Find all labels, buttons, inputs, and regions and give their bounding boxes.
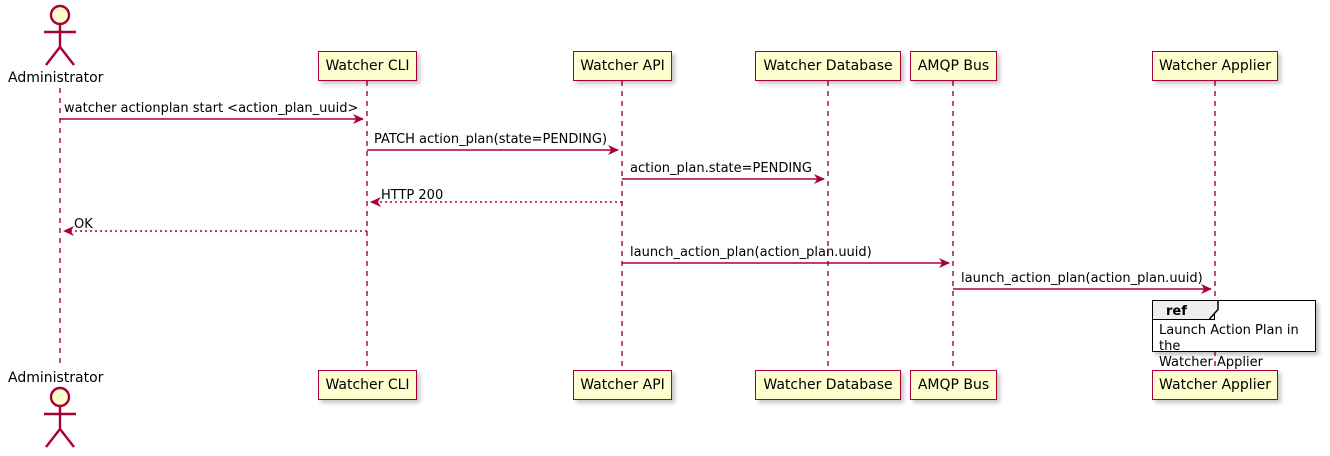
message-label-6: launch_action_plan(action_plan.uuid)	[630, 245, 872, 260]
ref-fragment[interactable]: ref Launch Action Plan in the Watcher Ap…	[1152, 300, 1316, 370]
actor-label-administrator-top: Administrator	[8, 70, 104, 86]
actor-label-administrator-bottom: Administrator	[8, 370, 104, 386]
lifelines	[59, 81, 1216, 370]
message-label-1: watcher actionplan start <action_plan_uu…	[64, 101, 359, 116]
participant-label: Watcher Database	[763, 58, 893, 74]
participant-label: AMQP Bus	[917, 58, 990, 74]
message-label-2: PATCH action_plan(state=PENDING)	[374, 132, 608, 147]
actor-administrator-top	[44, 4, 76, 66]
message-label-7: launch_action_plan(action_plan.uuid)	[961, 271, 1203, 286]
message-label-4: HTTP 200	[381, 188, 444, 203]
participant-box-watcher-api-top[interactable]: Watcher API	[573, 51, 672, 81]
message-label-3: action_plan.state=PENDING	[630, 161, 812, 176]
participant-label: Watcher CLI	[325, 58, 410, 74]
actor-administrator-bottom	[44, 386, 76, 448]
participant-label: Watcher CLI	[325, 377, 410, 393]
participant-box-watcher-cli-top[interactable]: Watcher CLI	[318, 51, 417, 81]
participant-box-amqp-bus-bottom[interactable]: AMQP Bus	[910, 370, 997, 400]
message-arrows	[60, 114, 1212, 294]
ref-fragment-tab-label: ref	[1166, 304, 1187, 319]
participant-box-amqp-bus-top[interactable]: AMQP Bus	[910, 51, 997, 81]
participant-label: Watcher Applier	[1159, 58, 1271, 74]
participant-box-watcher-applier-bottom[interactable]: Watcher Applier	[1152, 370, 1278, 400]
participant-box-watcher-cli-bottom[interactable]: Watcher CLI	[318, 370, 417, 400]
participant-label: Watcher Applier	[1159, 377, 1271, 393]
participant-label: Watcher API	[580, 58, 665, 74]
participant-label: Watcher Database	[763, 377, 893, 393]
participant-box-watcher-api-bottom[interactable]: Watcher API	[573, 370, 672, 400]
participant-label: Watcher API	[580, 377, 665, 393]
participant-box-watcher-database-bottom[interactable]: Watcher Database	[755, 370, 901, 400]
participant-box-watcher-database-top[interactable]: Watcher Database	[755, 51, 901, 81]
participant-box-watcher-applier-top[interactable]: Watcher Applier	[1152, 51, 1278, 81]
ref-fragment-body: Launch Action Plan in the Watcher Applie…	[1159, 323, 1299, 370]
ref-tab-notch-icon	[1206, 301, 1219, 320]
message-label-5: OK	[74, 217, 93, 232]
participant-label: AMQP Bus	[917, 377, 990, 393]
